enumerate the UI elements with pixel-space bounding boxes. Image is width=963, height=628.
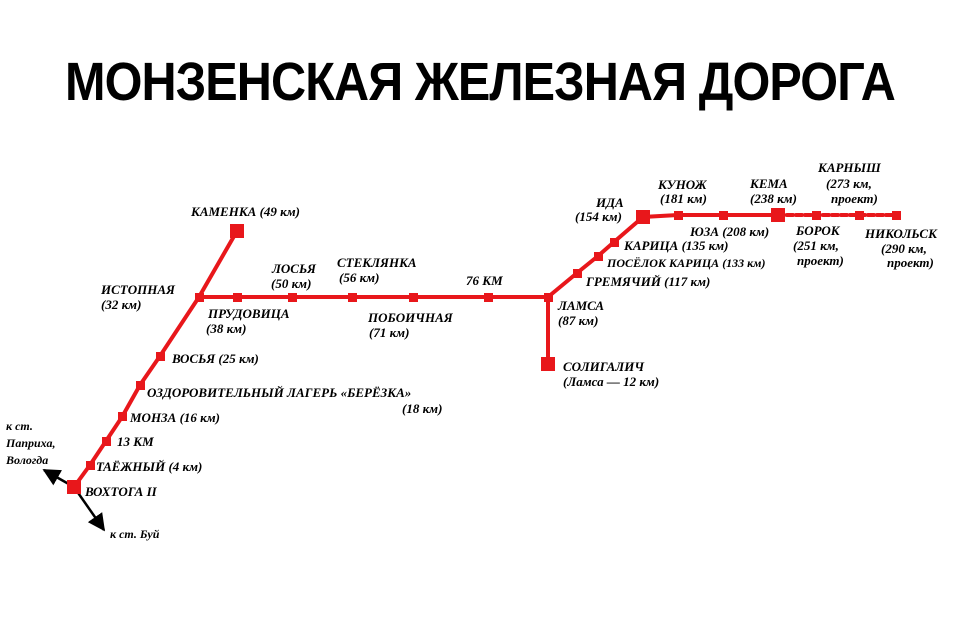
station-km-berezka: (18 км) (402, 401, 442, 416)
station-marker-gremyachy (573, 269, 582, 278)
station-label-ida: ИДА (595, 195, 624, 210)
station-marker-karitsa (610, 238, 619, 247)
direction-label-vologda-1: к ст. (6, 419, 33, 433)
station-km-lamsa: (87 км) (558, 313, 598, 328)
station-label-nikolsk: НИКОЛЬСК (864, 226, 938, 241)
station-km-borok: (251 км, (793, 238, 839, 253)
station-marker-vosya (156, 352, 165, 361)
station-label-losya: ЛОСЬЯ (271, 261, 317, 276)
station-marker-13km (102, 437, 111, 446)
direction-arrows (42, 468, 106, 532)
branch-kamenka (197, 229, 239, 299)
station-label-yuza: ЮЗА (208 км) (689, 224, 769, 239)
station-km-istopnaya: (32 км) (101, 297, 141, 312)
station-label-76km: 76 КМ (466, 273, 503, 288)
station-km-poboichnaya: (71 км) (369, 325, 409, 340)
station-marker-76km (484, 293, 493, 302)
station-label-gremyachy: ГРЕМЯЧИЙ (117 км) (585, 274, 710, 289)
station-label-karitsa: КАРИЦА (135 км) (623, 238, 728, 253)
station-marker-poboichnaya (409, 293, 418, 302)
station-km-soligalich: (Ламса — 12 км) (563, 374, 659, 389)
station-km-ida: (154 км) (575, 209, 622, 224)
direction-label-vologda-2: Паприха, (5, 436, 56, 450)
station-marker-steklyanka (348, 293, 357, 302)
station-marker-taezhny (86, 461, 95, 470)
station-marker-soligalich (541, 357, 555, 371)
station-km-kunozh: (181 км) (660, 191, 707, 206)
station-label-karnysh: КАРНЫШ (817, 160, 881, 175)
station-label-lamsa: ЛАМСА (557, 298, 604, 313)
station-km-karnysh: (273 км, (826, 176, 872, 191)
station-label-borok: БОРОК (795, 223, 841, 238)
station-label-vokhtoga: ВОХТОГА II (84, 484, 158, 499)
station-label-poboichnaya: ПОБОИЧНАЯ (367, 310, 454, 325)
station-label-soligalich: СОЛИГАЛИЧ (563, 359, 645, 374)
station-status-borok: проект) (797, 253, 844, 268)
station-marker-monza (118, 412, 127, 421)
station-label-karitsa-pos: ПОСЁЛОК КАРИЦА (133 км) (606, 256, 765, 270)
station-status-nikolsk: проект) (887, 255, 934, 270)
station-label-taezhny: ТАЁЖНЫЙ (4 км) (96, 459, 202, 474)
station-marker-kamenka (230, 224, 244, 238)
station-marker-vokhtoga (67, 480, 81, 494)
station-marker-lamsa (544, 293, 553, 302)
station-label-berezka: ОЗДОРОВИТЕЛЬНЫЙ ЛАГЕРЬ «БЕРЁЗКА» (147, 385, 411, 400)
station-labels: ВОХТОГА II ТАЁЖНЫЙ (4 км) 13 КМ МОНЗА (1… (84, 160, 938, 499)
station-marker-berezka (136, 381, 145, 390)
station-label-kema: КЕМА (749, 176, 788, 191)
station-marker-prudovitsa (233, 293, 242, 302)
station-label-monza: МОНЗА (16 км) (129, 410, 220, 425)
direction-labels: к ст. Паприха, Вологда к ст. Буй (5, 419, 160, 541)
station-marker-istopnaya (195, 293, 204, 302)
station-marker-ida (636, 210, 650, 224)
page-title: МОНЗЕНСКАЯ ЖЕЛЕЗНАЯ ДОРОГА (65, 52, 895, 112)
station-marker-nikolsk (892, 211, 901, 220)
station-marker-kema (771, 208, 785, 222)
station-marker-kunozh (674, 211, 683, 220)
station-label-kamenka: КАМЕНКА (49 км) (190, 204, 300, 219)
direction-label-bui: к ст. Буй (110, 527, 160, 541)
station-status-karnysh: проект) (831, 191, 878, 206)
station-km-nikolsk: (290 км, (881, 241, 927, 256)
station-label-kunozh: КУНОЖ (657, 177, 708, 192)
station-marker-yuza (719, 211, 728, 220)
station-marker-karitsa-pos (594, 252, 603, 261)
station-label-vosya: ВОСЬЯ (25 км) (171, 351, 259, 366)
station-label-istopnaya: ИСТОПНАЯ (100, 282, 176, 297)
station-km-kema: (238 км) (750, 191, 797, 206)
station-label-13km: 13 КМ (117, 434, 154, 449)
station-marker-karnysh (855, 211, 864, 220)
station-markers (67, 208, 901, 494)
station-km-losya: (50 км) (271, 276, 311, 291)
station-label-steklyanka: СТЕКЛЯНКА (337, 255, 417, 270)
direction-label-vologda-3: Вологда (5, 453, 48, 467)
station-km-prudovitsa: (38 км) (206, 321, 246, 336)
station-marker-losya (288, 293, 297, 302)
arrow-to-bui (72, 486, 106, 532)
station-label-prudovitsa: ПРУДОВИЦА (207, 306, 290, 321)
station-marker-borok (812, 211, 821, 220)
station-km-steklyanka: (56 км) (339, 270, 379, 285)
